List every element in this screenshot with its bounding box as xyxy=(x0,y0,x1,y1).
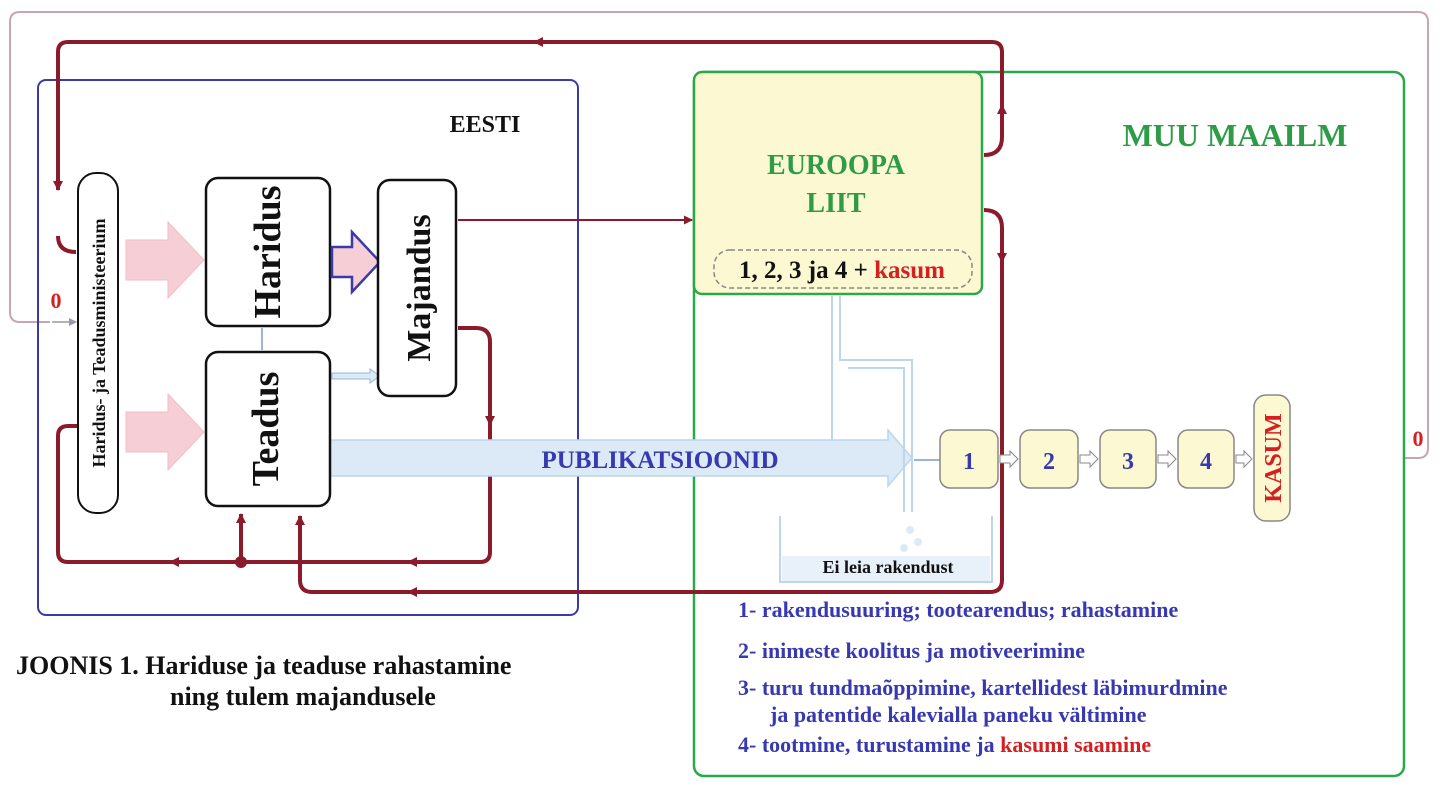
teadus-label: Teadus xyxy=(245,372,287,487)
legend-item-3-line2: ja patentide kalevialla paneku vältimine xyxy=(769,702,1147,727)
eu-formula: 1, 2, 3 ja 4 + kasum xyxy=(739,257,945,284)
step-arrow xyxy=(1235,449,1253,469)
eu-to-teadus-loop xyxy=(295,208,1004,594)
junction-dot xyxy=(235,556,247,568)
majandus-return-loop xyxy=(56,326,492,564)
majandus-label: Majandus xyxy=(401,214,438,361)
ministry-to-teadus-arrow xyxy=(125,392,205,472)
step-box-2 xyxy=(1019,429,1079,489)
step-chain: 1 2 3 4 KASUM xyxy=(914,394,1291,522)
muu-maailm-label: MUU MAAILM xyxy=(1123,117,1348,153)
publication-pipe xyxy=(329,427,913,489)
legend-item-4: 4- tootmine, turustamine ja kasumi saami… xyxy=(738,732,1151,757)
droplet xyxy=(900,544,908,552)
figure-caption-line2: ning tulem majandusele xyxy=(170,682,436,711)
majandus-box xyxy=(376,178,458,398)
ministry-to-haridus-arrow xyxy=(125,220,205,300)
zero-label-left: 0 xyxy=(51,288,62,313)
eu-formula-profit: kasum xyxy=(874,257,945,284)
no-application-label: Ei leia rakendust xyxy=(822,557,953,577)
eu-formula-pill xyxy=(713,249,973,289)
haridus-label: Haridus xyxy=(247,185,289,318)
step-label-3: 3 xyxy=(1122,449,1134,475)
step-box-4 xyxy=(1177,429,1235,489)
legend-item-4-text: 4- tootmine, turustamine ja xyxy=(738,732,1000,757)
step-label-4: 4 xyxy=(1200,449,1212,475)
liit-label: LIIT xyxy=(806,188,865,219)
ministry-label: Haridus- ja Teadusministeerium xyxy=(89,218,109,467)
droplet xyxy=(914,538,922,546)
haridus-box xyxy=(204,176,332,328)
ministry-box xyxy=(77,172,119,514)
teadus-box xyxy=(204,350,332,508)
legend: 1- rakendusuuring; tootearendus; rahasta… xyxy=(738,597,1228,757)
haridus-to-majandus-arrow xyxy=(330,228,382,296)
teadus-to-majandus-arrow xyxy=(331,368,381,384)
kasum-box xyxy=(1253,394,1291,522)
euroopa-label: EUROOPA xyxy=(767,150,906,181)
legend-item-4-profit: kasumi saamine xyxy=(1000,732,1151,757)
zero-label-right: 0 xyxy=(1413,426,1424,451)
publications-label: PUBLIKATSIOONID xyxy=(541,447,778,474)
step-box-3 xyxy=(1099,429,1157,489)
eu-to-ministry-loop xyxy=(53,40,1004,191)
legend-item-3-line1: 3- turu tundmaõppimine, kartellidest läb… xyxy=(738,675,1228,700)
figure-caption-line1: JOONIS 1. Hariduse ja teaduse rahastamin… xyxy=(16,651,511,680)
step-box-1 xyxy=(939,429,999,489)
euroopa-liit-box xyxy=(692,70,984,296)
legend-item-2: 2- inimeste koolitus ja motiveerimine xyxy=(738,638,1085,663)
basin-water xyxy=(782,556,990,581)
step-arrow xyxy=(1157,449,1177,469)
step-label-1: 1 xyxy=(963,449,975,475)
kasum-label: KASUM xyxy=(1261,413,1287,502)
step-arrow xyxy=(1079,449,1099,469)
ministry-top-stub xyxy=(56,235,77,254)
step-arrow xyxy=(999,449,1019,469)
eesti-label: EESTI xyxy=(450,112,521,138)
muu-maailm-frame xyxy=(692,70,1406,778)
eu-drop-pipe xyxy=(831,296,913,512)
eesti-frame xyxy=(37,79,579,616)
outer-return-line xyxy=(9,11,1429,459)
step-label-2: 2 xyxy=(1043,449,1055,475)
legend-item-1: 1- rakendusuuring; tootearendus; rahasta… xyxy=(738,597,1178,622)
droplet xyxy=(906,526,914,534)
eu-formula-steps: 1, 2, 3 ja 4 + xyxy=(739,257,874,284)
no-application-basin xyxy=(779,516,993,583)
